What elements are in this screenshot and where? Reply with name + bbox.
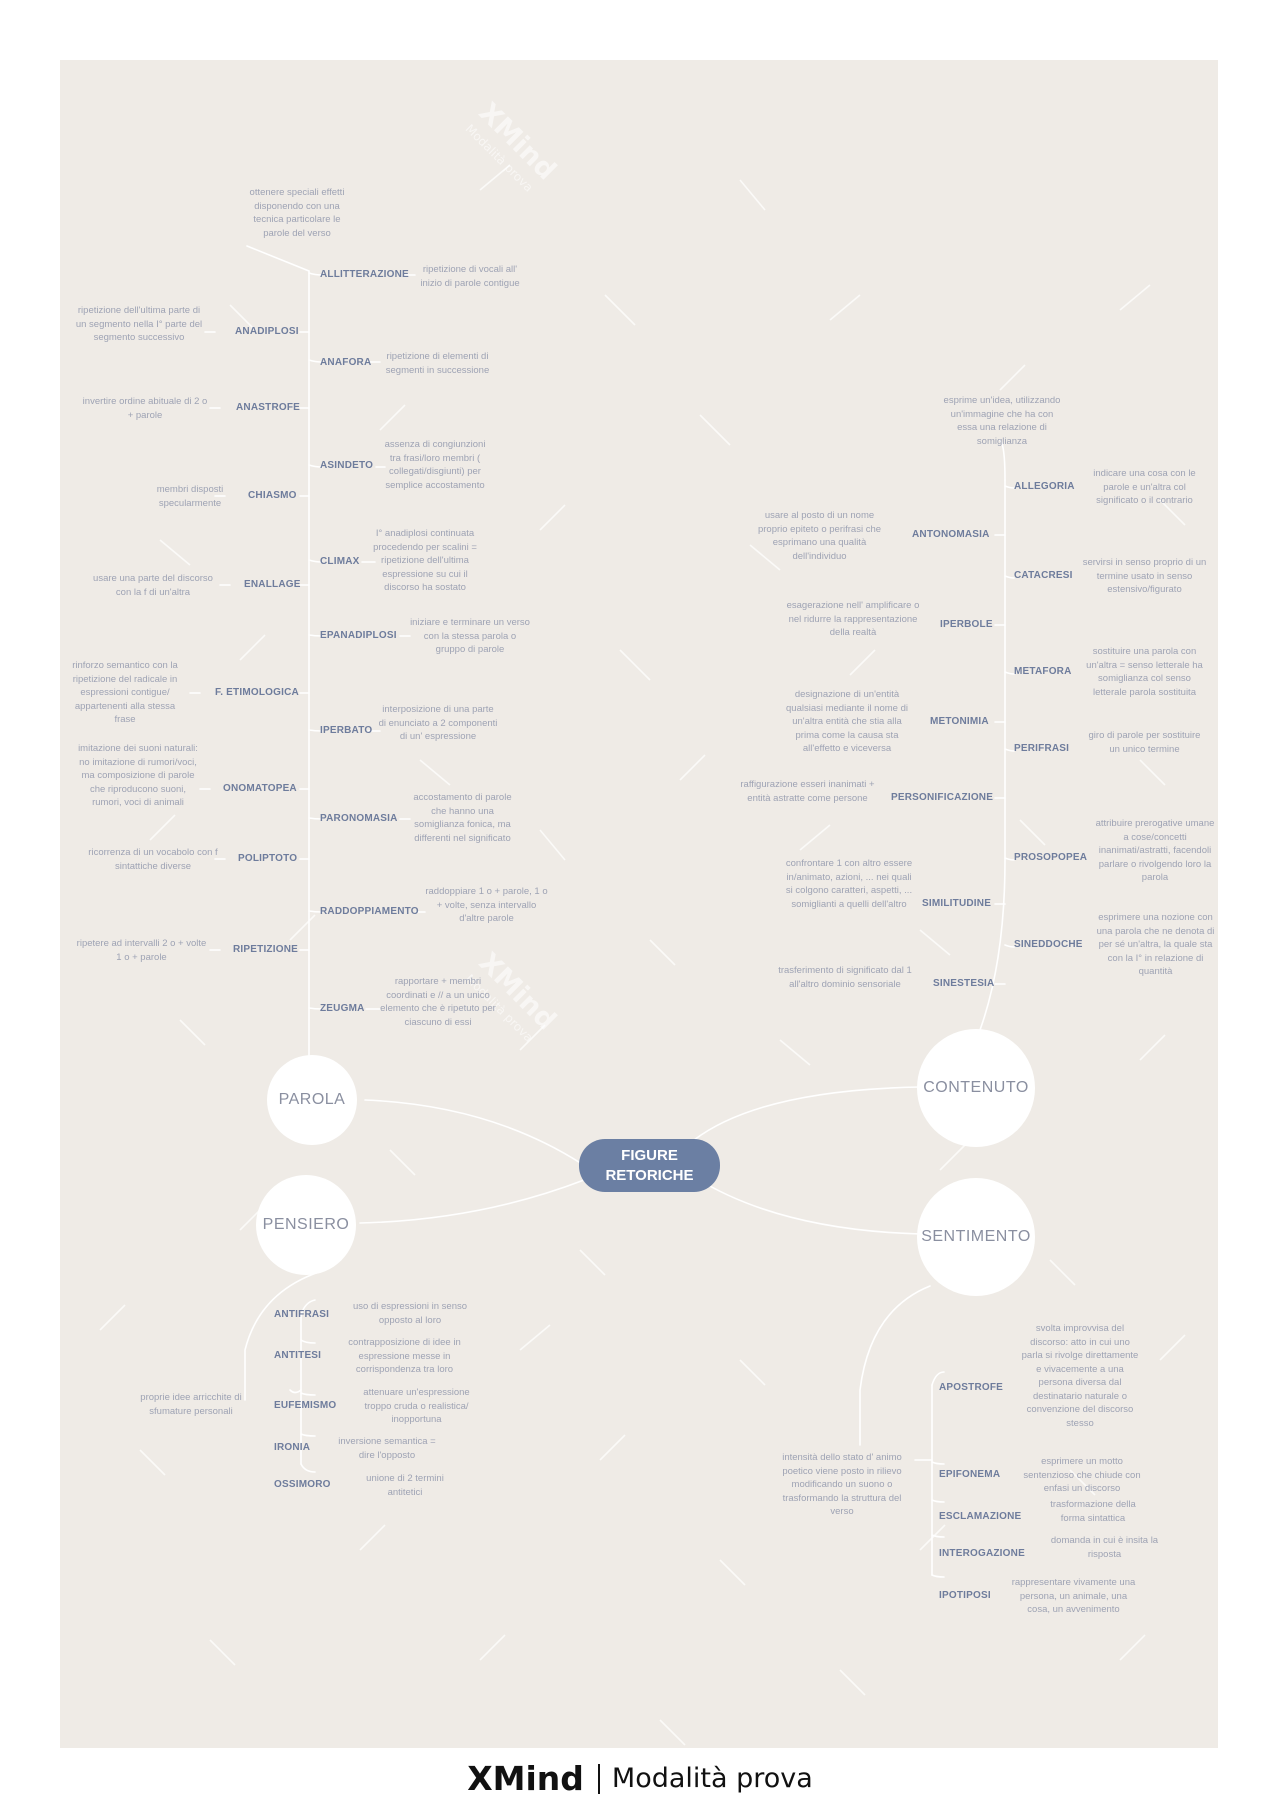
node-apostrofe[interactable]: APOSTROFE	[939, 1382, 1004, 1393]
node-chiasmo[interactable]: CHIASMO	[248, 490, 297, 501]
sentimento-description: intensità dello stato d' animo poetico v…	[782, 1452, 902, 1517]
note-asindeto: assenza di congiunzioni tra frasi/loro m…	[384, 439, 486, 491]
note-antonomasia: usare al posto di un nome proprio epitet…	[757, 510, 882, 562]
node-paronomasia[interactable]: PARONOMASIA	[320, 813, 398, 824]
node-interogazione[interactable]: INTEROGAZIONE	[939, 1548, 1025, 1559]
note-sineddoche: esprimere una nozione con una parola che…	[1096, 912, 1215, 977]
note-f-etimologica: rinforzo semantico con la ripetizione de…	[72, 660, 178, 725]
mindmap-canvas: XMind Modalità prova XMind Modalità prov…	[60, 60, 1218, 1748]
node-raddoppiamento[interactable]: RADDOPPIAMENTO	[320, 906, 419, 917]
note-anastrofe: invertire ordine abituale di 2 o + parol…	[82, 396, 208, 421]
node-perifrasi[interactable]: PERIFRASI	[1014, 743, 1070, 754]
node-antonomasia[interactable]: ANTONOMASIA	[912, 529, 990, 540]
note-paronomasia: accostamento di parole che hanno una som…	[413, 792, 512, 844]
note-apostrofe: svolta improvvisa del discorso: atto in …	[1021, 1323, 1139, 1429]
note-catacresi: servirsi in senso proprio di un termine …	[1082, 557, 1207, 595]
note-epanadiplosi: iniziare e terminare un verso con la ste…	[410, 617, 530, 655]
node-metonimia[interactable]: METONIMIA	[930, 716, 989, 727]
note-similitudine: confrontare 1 con altro essere in/animat…	[785, 858, 913, 910]
topic-parola[interactable]: PAROLA	[267, 1055, 357, 1145]
node-zeugma[interactable]: ZEUGMA	[320, 1003, 365, 1014]
note-climax: I° anadiplosi continuata procedendo per …	[373, 528, 477, 593]
watermark-pattern	[99, 164, 1186, 1746]
node-iperbato[interactable]: IPERBATO	[320, 725, 373, 736]
node-personificazione[interactable]: PERSONIFICAZIONE	[891, 792, 994, 803]
node-sinestesia[interactable]: SINESTESIA	[933, 978, 995, 989]
topic-sentimento[interactable]: SENTIMENTO	[917, 1178, 1035, 1296]
node-epanadiplosi[interactable]: EPANADIPLOSI	[320, 630, 397, 641]
note-prosopopea: attribuire prerogative umane a cose/conc…	[1095, 818, 1215, 883]
topic-contenuto[interactable]: CONTENUTO	[917, 1029, 1035, 1147]
node-poliptoto[interactable]: POLIPTOTO	[238, 853, 298, 864]
trial-footer: XMind Modalità prova	[0, 1748, 1280, 1809]
note-allegoria: indicare una cosa con le parole e un'alt…	[1093, 468, 1196, 506]
footer-divider	[597, 1763, 600, 1794]
node-ossimoro[interactable]: OSSIMORO	[274, 1479, 331, 1490]
note-iperbole: esagerazione nell' amplificare o nel rid…	[786, 600, 920, 638]
node-allitterazione[interactable]: ALLITTERAZIONE	[320, 269, 409, 280]
note-zeugma: rapportare + membri coordinati e // a un…	[380, 976, 496, 1028]
parola-description: ottenere speciali effetti disponendo con…	[249, 187, 345, 239]
node-similitudine[interactable]: SIMILITUDINE	[922, 898, 992, 909]
note-ossimoro: unione di 2 termini antitetici	[366, 1473, 444, 1498]
node-metafora[interactable]: METAFORA	[1014, 666, 1072, 677]
pensiero-description: proprie idee arricchite di sfumature per…	[140, 1392, 242, 1417]
note-anafora: ripetizione di elementi di segmenti in s…	[385, 351, 490, 376]
node-antitesi[interactable]: ANTITESI	[274, 1350, 322, 1361]
node-catacresi[interactable]: CATACRESI	[1014, 570, 1073, 581]
node-ripetizione[interactable]: RIPETIZIONE	[233, 944, 298, 955]
node-asindeto[interactable]: ASINDETO	[320, 460, 374, 471]
note-ripetizione: ripetere ad intervalli 2 o + volte 1 o +…	[76, 938, 207, 963]
note-ipotiposi: rappresentare vivamente una persona, un …	[1011, 1577, 1136, 1615]
node-enallage[interactable]: ENALLAGE	[244, 579, 301, 590]
note-antifrasi: uso di espressioni in senso opposto al l…	[352, 1301, 468, 1326]
note-epifonema: esprimere un motto sentenzioso che chiud…	[1023, 1456, 1141, 1494]
note-allitterazione: ripetizione di vocali all' inizio di par…	[420, 264, 520, 289]
note-esclamazione: trasformazione della forma sintattica	[1050, 1499, 1136, 1524]
note-onomatopea: imitazione dei suoni naturali: no imitaz…	[78, 743, 198, 808]
note-sinestesia: trasferimento di significato dal 1 all'a…	[778, 965, 912, 990]
footer-mode: Modalità prova	[611, 1763, 813, 1794]
node-f-etimologica[interactable]: F. ETIMOLOGICA	[215, 687, 299, 698]
node-ipotiposi[interactable]: IPOTIPOSI	[939, 1590, 991, 1601]
note-iperbato: interposizione di una parte di enunciato…	[378, 704, 498, 742]
note-perifrasi: giro di parole per sostituire un unico t…	[1088, 730, 1201, 755]
node-anadiplosi[interactable]: ANADIPLOSI	[235, 326, 299, 337]
node-onomatopea[interactable]: ONOMATOPEA	[223, 783, 297, 794]
note-metafora: sostituire una parola con un'altra = sen…	[1086, 646, 1203, 698]
xmind-watermark-top: XMind Modalità prova	[463, 97, 562, 195]
contenuto-description: esprime un'idea, utilizzando un'immagine…	[943, 395, 1061, 447]
note-eufemismo: attenuare un'espressione troppo cruda o …	[363, 1387, 470, 1425]
node-climax[interactable]: CLIMAX	[320, 556, 360, 567]
node-epifonema[interactable]: EPIFONEMA	[939, 1469, 1001, 1480]
node-antifrasi[interactable]: ANTIFRASI	[274, 1309, 330, 1320]
note-interogazione: domanda in cui è insita la risposta	[1050, 1535, 1159, 1560]
note-enallage: usare una parte del discorso con la f di…	[93, 573, 213, 598]
note-raddoppiamento: raddoppiare 1 o + parole, 1 o + volte, s…	[425, 886, 548, 924]
node-anastrofe[interactable]: ANASTROFE	[236, 402, 301, 413]
node-eufemismo[interactable]: EUFEMISMO	[274, 1400, 337, 1411]
note-anadiplosi: ripetizione dell'ultima parte di un segm…	[75, 305, 203, 343]
note-poliptoto: ricorrenza di un vocabolo con f sintatti…	[88, 847, 218, 872]
node-esclamazione[interactable]: ESCLAMAZIONE	[939, 1511, 1022, 1522]
note-metonimia: designazione di un'entità qualsiasi medi…	[786, 689, 908, 754]
node-ironia[interactable]: IRONIA	[274, 1442, 311, 1453]
topic-pensiero[interactable]: PENSIERO	[256, 1175, 356, 1275]
node-prosopopea[interactable]: PROSOPOPEA	[1014, 852, 1088, 863]
footer-brand: XMind	[467, 1759, 584, 1798]
node-iperbole[interactable]: IPERBOLE	[940, 619, 993, 630]
note-chiasmo: membri disposti specularmente	[156, 484, 224, 509]
note-personificazione: raffigurazione esseri inanimati + entità…	[740, 779, 875, 804]
xmind-watermark-middle: XMind Modalità prova	[463, 947, 562, 1045]
node-allegoria[interactable]: ALLEGORIA	[1014, 481, 1075, 492]
node-anafora[interactable]: ANAFORA	[320, 357, 372, 368]
note-antitesi: contrapposizione di idee in espressione …	[348, 1337, 461, 1375]
node-sineddoche[interactable]: SINEDDOCHE	[1014, 939, 1083, 950]
note-ironia: inversione semantica = dire l'opposto	[338, 1436, 436, 1461]
branch-connectors	[99, 164, 1186, 1746]
